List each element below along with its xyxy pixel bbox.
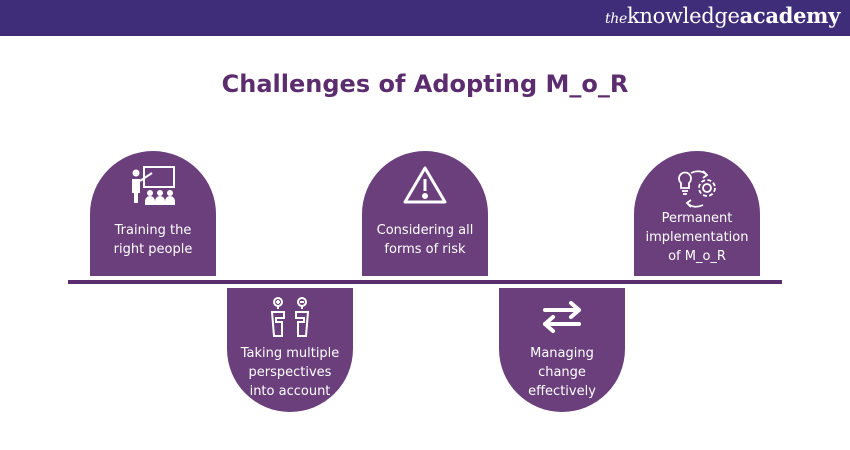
challenge-card-risk: Considering all forms of risk (362, 151, 488, 276)
label-line: effectively (528, 384, 596, 399)
label-line: Training the (114, 223, 192, 238)
challenge-label: Considering all forms of risk (362, 221, 488, 259)
challenge-label: Taking multiple perspectives into accoun… (227, 344, 353, 401)
label-line: implementation (645, 230, 749, 245)
timeline-divider (68, 280, 782, 284)
brand-logo: theknowledgeacademy (605, 3, 840, 28)
challenge-card-implementation: Permanent implementation of M_o_R (634, 151, 760, 276)
brand-knowledge: knowledge (626, 4, 740, 28)
brand-prefix: the (604, 11, 627, 27)
challenge-label: Permanent implementation of M_o_R (634, 209, 760, 266)
warning-triangle-icon (362, 165, 488, 205)
exchange-arrows-icon (499, 300, 625, 334)
perspectives-icon (227, 296, 353, 340)
label-line: Considering all (376, 223, 474, 238)
label-line: change (538, 365, 586, 380)
challenge-card-perspectives: Taking multiple perspectives into accoun… (227, 288, 353, 412)
page-title: Challenges of Adopting M_o_R (221, 70, 629, 98)
idea-gear-cycle-icon (634, 169, 760, 209)
challenge-card-training: Training the right people (90, 151, 216, 276)
label-line: right people (113, 242, 193, 257)
challenge-card-change: Managing change effectively (499, 288, 625, 412)
label-line: perspectives (248, 365, 332, 380)
challenge-label: Training the right people (90, 221, 216, 259)
label-line: Managing (530, 346, 594, 361)
challenge-label: Managing change effectively (499, 344, 625, 401)
label-line: of M_o_R (668, 249, 726, 264)
label-line: forms of risk (384, 242, 466, 257)
label-line: into account (249, 384, 331, 399)
brand-academy: academy (739, 3, 841, 28)
header-bar: theknowledgeacademy (0, 0, 850, 36)
label-line: Taking multiple (240, 346, 340, 361)
label-line: Permanent (661, 211, 733, 226)
trainer-presentation-icon (90, 165, 216, 209)
